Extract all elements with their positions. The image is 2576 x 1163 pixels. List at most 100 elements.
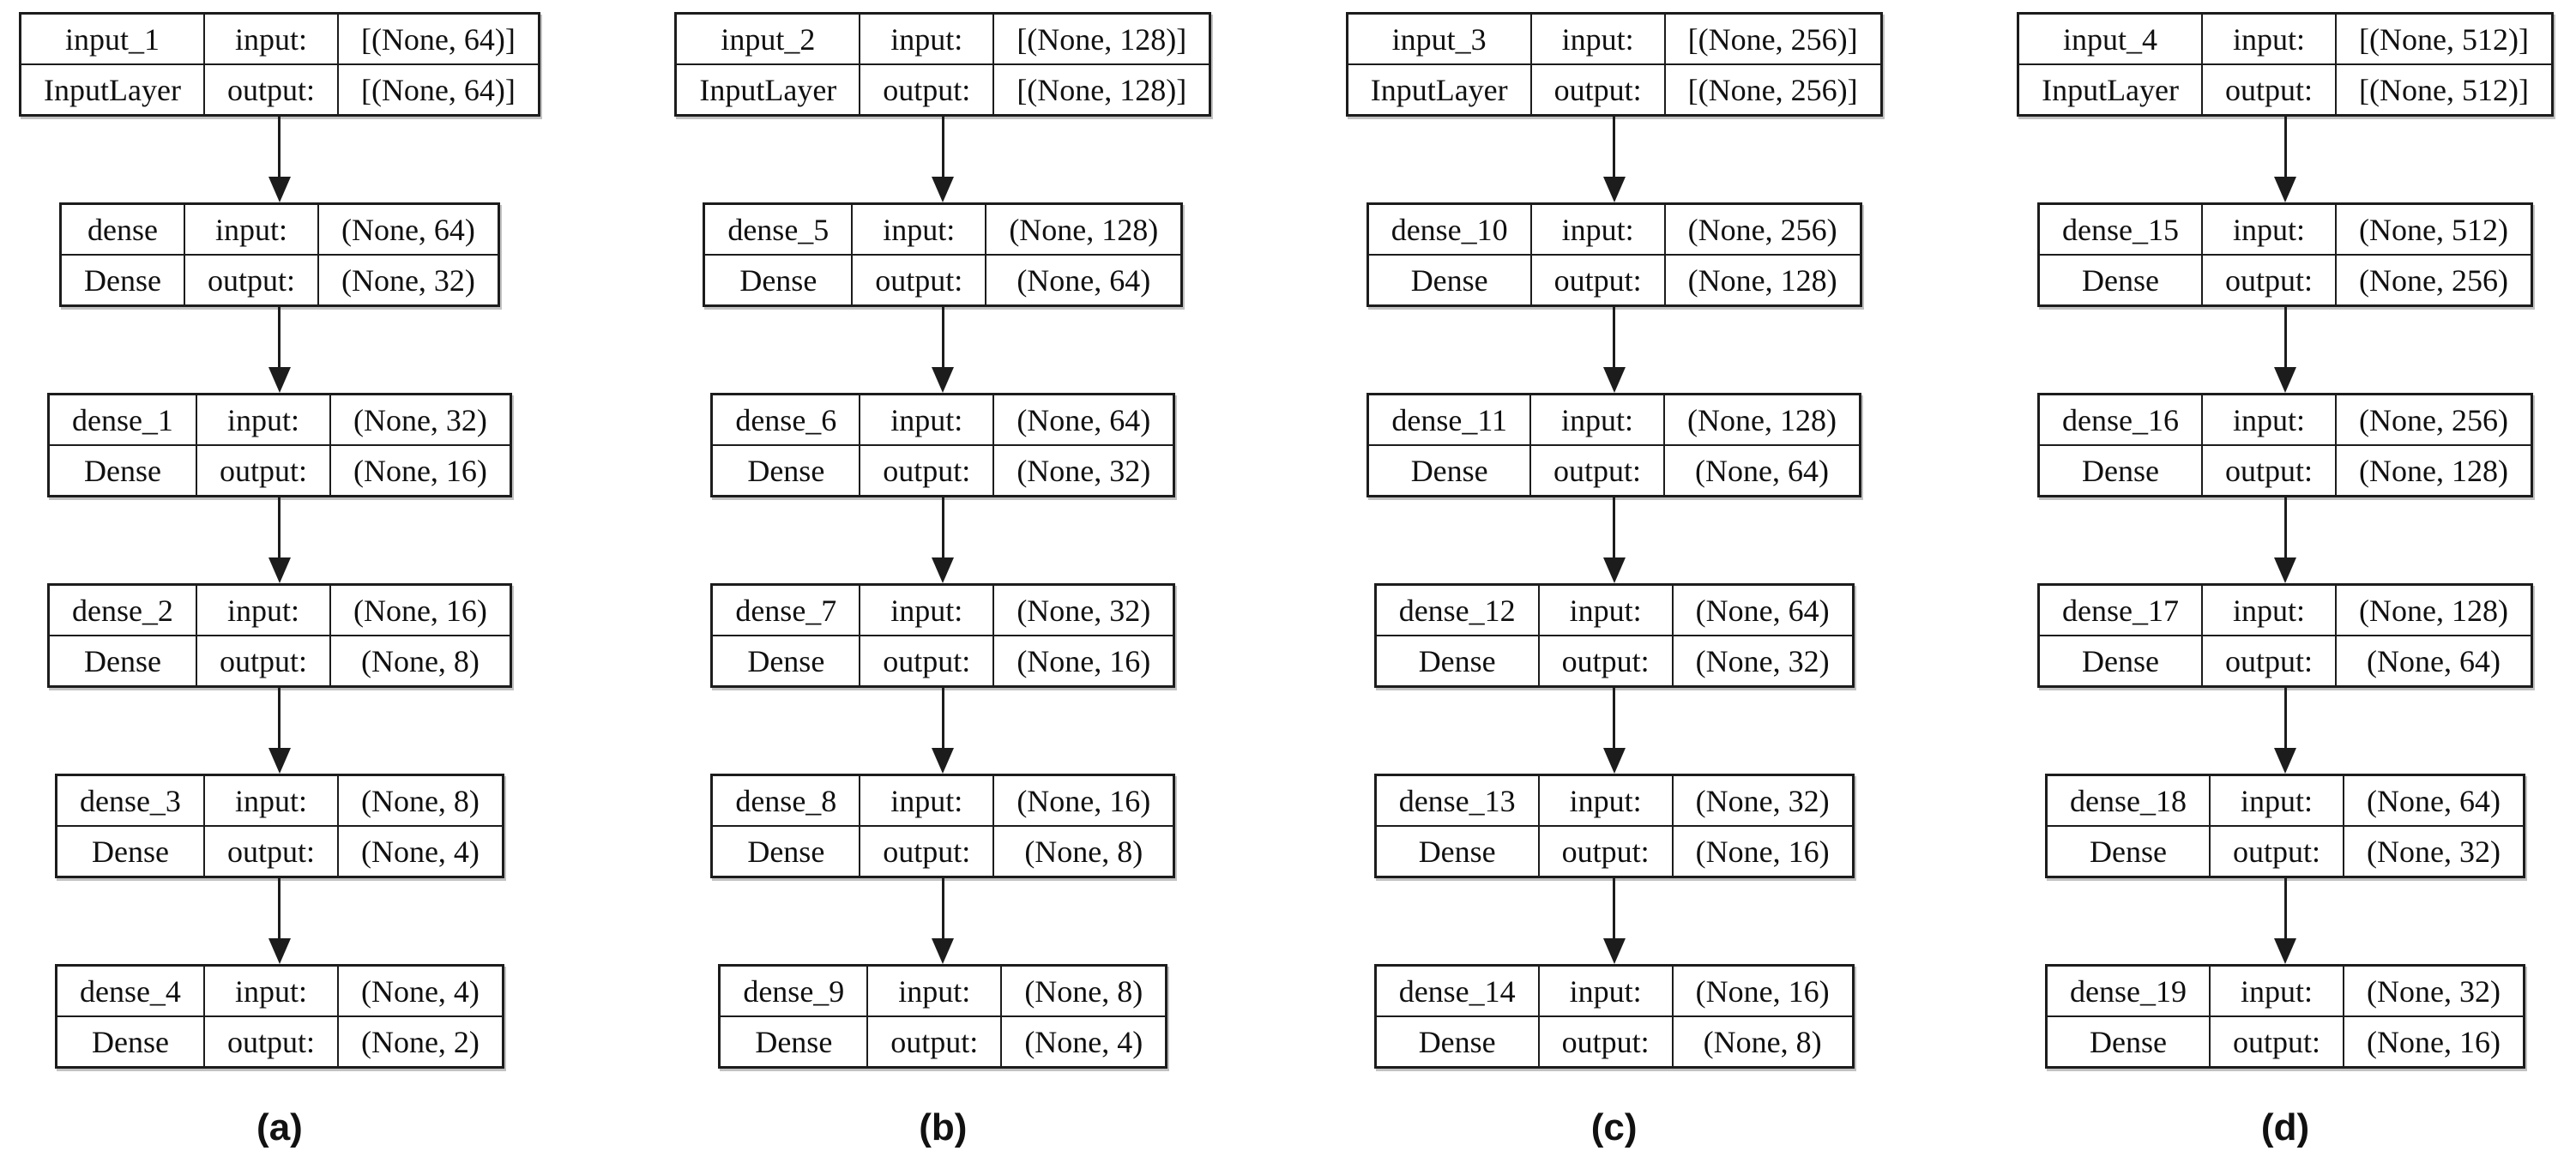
- output-label-cell: output:: [2201, 635, 2338, 688]
- layer-name-cell: dense: [59, 202, 185, 256]
- arrow-line: [278, 307, 281, 368]
- arrow-head-icon: [1602, 748, 1626, 774]
- input-shape-cell: (None, 32): [1671, 774, 1855, 827]
- output-shape-cell: [(None, 512)]: [2335, 63, 2554, 117]
- layer-type-cell: InputLayer: [674, 63, 861, 117]
- arrow-head-icon: [268, 748, 291, 774]
- output-label-cell: output:: [859, 444, 995, 497]
- output-label-cell: output:: [195, 635, 331, 688]
- arrow-head-icon: [932, 557, 955, 583]
- input-shape-cell: (None, 128): [2335, 583, 2533, 636]
- output-label-cell: output:: [859, 635, 995, 688]
- edge-arrow: [1602, 307, 1626, 393]
- output-shape-cell: (None, 128): [2335, 444, 2533, 497]
- subfigure-label: (c): [1590, 1106, 1638, 1148]
- edge-arrow: [2274, 497, 2297, 583]
- arrow-line: [1613, 117, 1616, 178]
- edge-arrow: [2274, 878, 2297, 964]
- layer-name-cell: dense_17: [2037, 583, 2204, 636]
- input-label-cell: input:: [859, 583, 995, 636]
- layer-name-cell: dense_7: [710, 583, 861, 636]
- layer-name-cell: dense_8: [710, 774, 861, 827]
- arrow-head-icon: [2274, 748, 2297, 774]
- output-shape-cell: (None, 32): [992, 444, 1175, 497]
- arrow-line: [278, 878, 281, 939]
- layer-name-cell: dense_18: [2045, 774, 2211, 827]
- input-shape-cell: (None, 64): [1671, 583, 1855, 636]
- layer-type-cell: Dense: [1366, 444, 1532, 497]
- layer-type-cell: InputLayer: [1346, 63, 1532, 117]
- output-shape-cell: (None, 16): [992, 635, 1175, 688]
- input-shape-cell: (None, 4): [336, 964, 504, 1017]
- arrow-head-icon: [1602, 367, 1626, 393]
- layer-name-cell: dense_16: [2037, 393, 2204, 446]
- output-label-cell: output:: [202, 1015, 339, 1069]
- output-shape-cell: [(None, 64)]: [336, 63, 540, 117]
- arrow-line: [941, 497, 944, 558]
- input-label-cell: input:: [183, 202, 319, 256]
- output-shape-cell: (None, 2): [336, 1015, 504, 1069]
- edge-arrow: [1602, 117, 1626, 202]
- edge-arrow: [268, 117, 291, 202]
- edge-arrow: [268, 878, 291, 964]
- input-label-cell: input:: [2201, 12, 2338, 65]
- output-label-cell: output:: [183, 254, 319, 307]
- edge-arrow: [268, 307, 291, 393]
- input-label-cell: input:: [1529, 202, 1666, 256]
- input-label-cell: input:: [202, 774, 339, 827]
- output-label-cell: output:: [2201, 254, 2338, 307]
- input-label-cell: input:: [2201, 202, 2338, 256]
- arrow-head-icon: [932, 938, 955, 964]
- input-shape-cell: (None, 8): [336, 774, 504, 827]
- input-shape-cell: (None, 64): [317, 202, 500, 256]
- edge-arrow: [1602, 688, 1626, 774]
- input-shape-cell: (None, 64): [992, 393, 1175, 446]
- output-shape-cell: [(None, 128)]: [992, 63, 1211, 117]
- layer-type-cell: Dense: [2037, 254, 2204, 307]
- input-shape-cell: [(None, 256)]: [1663, 12, 1883, 65]
- arrow-head-icon: [1602, 938, 1626, 964]
- arrow-head-icon: [932, 367, 955, 393]
- layer-name-cell: dense_2: [47, 583, 197, 636]
- arrow-head-icon: [2274, 367, 2297, 393]
- output-shape-cell: (None, 32): [2343, 825, 2525, 878]
- output-shape-cell: (None, 64): [2335, 635, 2533, 688]
- layer-name-cell: dense_12: [1374, 583, 1540, 636]
- arrow-line: [2283, 497, 2287, 558]
- arrow-line: [941, 307, 944, 368]
- output-label-cell: output:: [2209, 1015, 2345, 1069]
- layer-name-cell: dense_1: [47, 393, 197, 446]
- layer-type-cell: Dense: [1374, 1015, 1540, 1069]
- input-label-cell: input:: [859, 393, 995, 446]
- input-shape-cell: (None, 256): [2335, 393, 2533, 446]
- arrow-line: [1613, 878, 1616, 939]
- layer-type-cell: Dense: [1374, 825, 1540, 878]
- input-shape-cell: (None, 8): [1000, 964, 1167, 1017]
- input-shape-cell: (None, 32): [329, 393, 512, 446]
- output-shape-cell: (None, 128): [1663, 254, 1862, 307]
- output-shape-cell: (None, 32): [1671, 635, 1855, 688]
- edge-arrow: [932, 688, 955, 774]
- edge-arrow: [932, 497, 955, 583]
- layer-name-cell: dense_11: [1366, 393, 1532, 446]
- arrow-head-icon: [932, 748, 955, 774]
- layer-type-cell: Dense: [1374, 635, 1540, 688]
- arrow-head-icon: [1602, 177, 1626, 202]
- input-shape-cell: (None, 512): [2335, 202, 2533, 256]
- output-shape-cell: [(None, 256)]: [1663, 63, 1883, 117]
- output-label-cell: output:: [1537, 635, 1674, 688]
